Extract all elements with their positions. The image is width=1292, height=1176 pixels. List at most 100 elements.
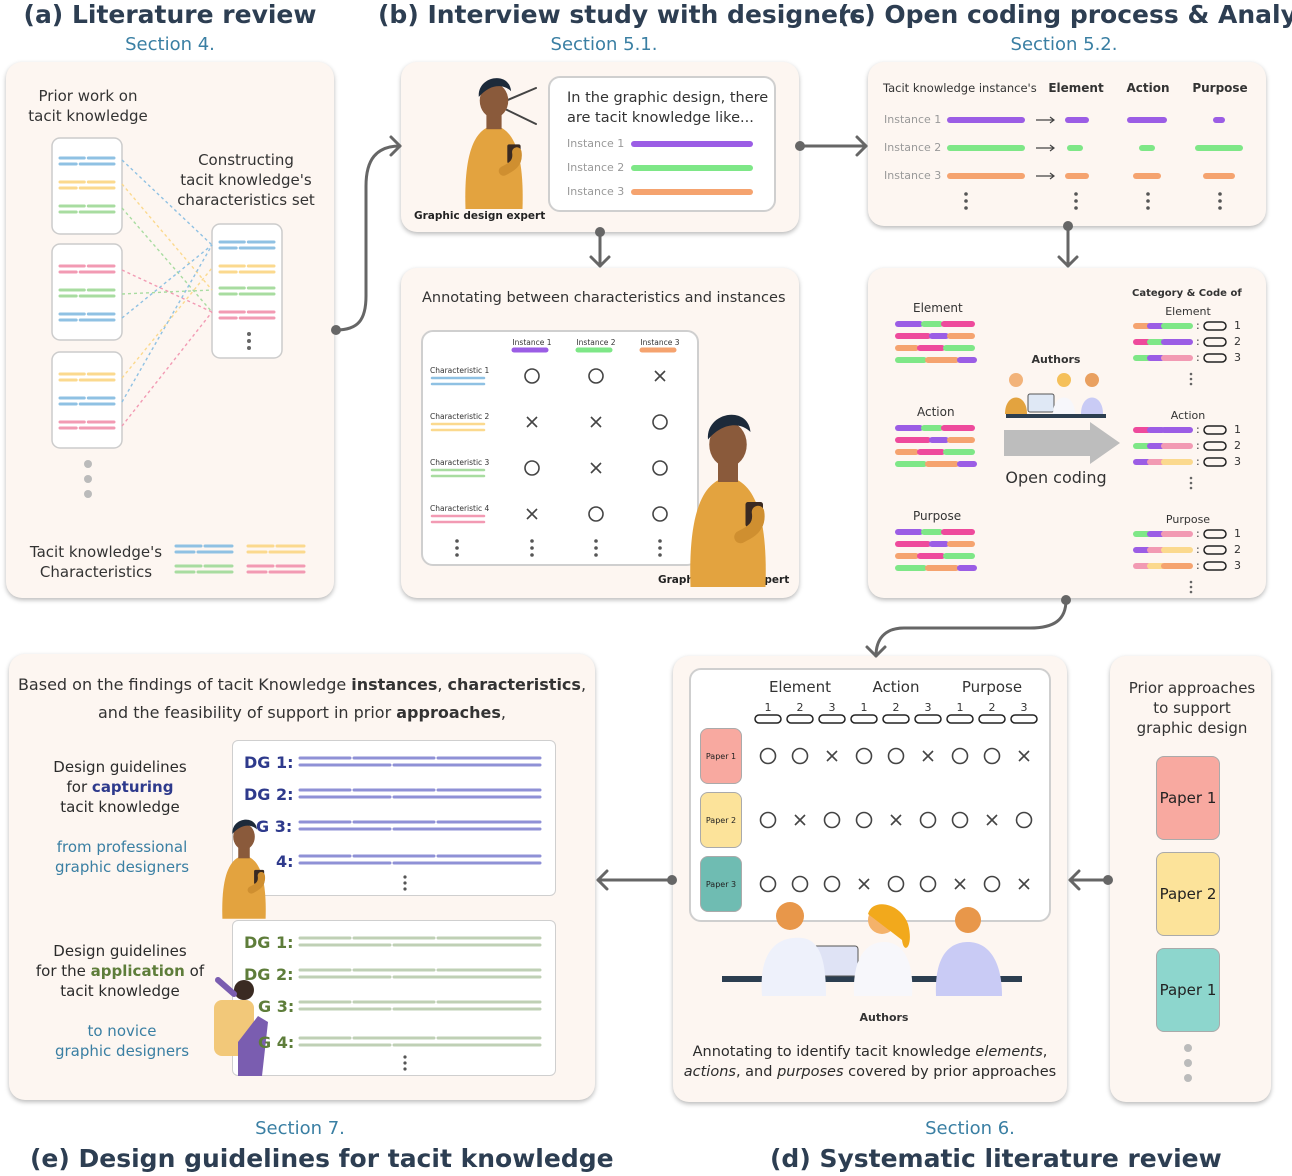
code-colon: :	[1196, 455, 1200, 468]
code-number: 2	[1234, 439, 1241, 452]
section-c: Section 5.2.	[1010, 34, 1118, 55]
e-g2-for: for the	[35, 962, 91, 980]
code-colon: :	[1196, 335, 1200, 348]
panel-open-coding-table	[868, 62, 1266, 226]
annotation-matrix	[421, 330, 699, 566]
e-g2-post: tacit knowledge	[60, 982, 180, 1000]
d-group-action: Action	[872, 678, 920, 696]
header-e: (e) Design guidelines for tacit knowledg…	[30, 1144, 614, 1173]
dg2-apply: DG 2:	[244, 965, 294, 984]
dg3-apply: G 3:	[258, 997, 295, 1016]
d-caption-and: , and	[735, 1064, 778, 1080]
arrow-a-to-b	[334, 144, 402, 332]
constructing-label: Constructing tacit knowledge's character…	[177, 151, 315, 209]
code-number: 3	[1234, 559, 1241, 572]
prior-work-label: Prior work on tacit knowledge	[28, 87, 148, 125]
matrix-col-instance-1: Instance 1	[512, 338, 552, 347]
right-paper-3: Paper 1	[1156, 948, 1220, 1032]
e-g2-pre: Design guidelines	[53, 942, 187, 960]
d-caption-post: covered by prior approaches	[843, 1064, 1057, 1080]
header-d: (d) Systematic literature review	[770, 1144, 1222, 1173]
characteristic-2-label: Characteristic 2	[430, 412, 490, 421]
characteristics-legend-label: Tacit knowledge's Characteristics	[29, 543, 163, 581]
arrow-head	[1068, 869, 1081, 891]
arrow-head	[1057, 255, 1079, 268]
num-label: 1	[860, 701, 868, 714]
right-label-action: Action	[1170, 409, 1206, 422]
expert-label-2: Graphic design expert	[658, 574, 790, 586]
expert-label: Graphic design expert	[414, 210, 546, 222]
section-e: Section 7.	[255, 1118, 345, 1139]
e-g2-application: application	[90, 962, 185, 980]
section-a: Section 4.	[125, 34, 215, 55]
code-colon: :	[1196, 439, 1200, 452]
e-intro-comma2: ,	[580, 675, 587, 694]
num-label: 1	[764, 701, 772, 714]
left-label-action: Action	[917, 405, 955, 419]
num-label: 2	[796, 701, 804, 714]
panel-literature-review	[6, 62, 334, 598]
code-number: 3	[1234, 351, 1241, 364]
header-c: (c) Open coding process & Analysis	[838, 0, 1292, 29]
header-a: (a) Literature review	[23, 0, 317, 29]
code-colon: :	[1196, 423, 1200, 436]
code-number: 1	[1234, 319, 1241, 332]
e-intro-comma3: ,	[500, 703, 506, 722]
d-group-element: Element	[768, 678, 832, 696]
dg3-capture: G 3:	[256, 817, 293, 836]
dg4-capture: 4:	[276, 852, 294, 871]
open-coding-label: Open coding	[1005, 468, 1107, 487]
instance-2-label: Instance 2	[567, 161, 625, 174]
num-label: 3	[924, 701, 932, 714]
quote-text: In the graphic design, there are tacit k…	[567, 90, 769, 126]
left-label-element: Element	[913, 301, 963, 315]
d-caption-actions: actions	[683, 1064, 736, 1080]
e-intro-approaches: approaches	[396, 703, 501, 722]
arrow-head	[589, 255, 611, 268]
d-caption-comma: ,	[1042, 1044, 1048, 1060]
right-label-element: Element	[1165, 305, 1211, 318]
e-intro-1: Based on the findings of tacit Knowledge	[17, 675, 352, 694]
arrow-head	[596, 869, 609, 891]
prior-approaches-label: Prior approaches to support graphic desi…	[1128, 679, 1256, 737]
matrix-col-instance-3: Instance 3	[640, 338, 680, 347]
right-label-purpose: Purpose	[1165, 513, 1211, 526]
row-instance-3: Instance 3	[884, 169, 942, 182]
section-b: Section 5.1.	[550, 34, 658, 55]
e-g2-of: of	[184, 962, 205, 980]
authors-label-c: Authors	[1031, 353, 1081, 366]
row-instance-2: Instance 2	[884, 141, 942, 154]
code-colon: :	[1196, 543, 1200, 556]
e-intro-instances: instances	[351, 675, 438, 694]
authors-label-d: Authors	[859, 1011, 909, 1024]
arrow-head	[855, 135, 868, 157]
annotating-title: Annotating between characteristics and i…	[422, 290, 786, 306]
section-d: Section 6.	[925, 1118, 1015, 1139]
arrow-head	[389, 135, 402, 157]
paper-1-card: Paper 1	[700, 728, 742, 784]
arrow-head	[865, 645, 887, 658]
num-label: 1	[956, 701, 964, 714]
e-intro-comma: ,	[437, 675, 448, 694]
dg1-capture: DG 1:	[244, 753, 294, 772]
characteristic-3-label: Characteristic 3	[430, 458, 490, 467]
d-caption-pre: Annotating to identify tacit knowledge	[692, 1044, 976, 1060]
e-g2-to: to novice graphic designers	[54, 1022, 190, 1060]
d-group-purpose: Purpose	[961, 678, 1023, 696]
category-code-header: Category & Code of	[1132, 288, 1242, 299]
code-colon: :	[1196, 527, 1200, 540]
characteristic-4-label: Characteristic 4	[430, 504, 490, 513]
e-intro-2: and the feasibility of support in prior	[98, 703, 397, 722]
d-caption-elements: elements	[975, 1044, 1043, 1060]
instance-table-header: Tacit knowledge instance's	[883, 81, 1037, 95]
code-number: 1	[1234, 423, 1241, 436]
header-b: (b) Interview study with designers	[378, 0, 866, 29]
e-g1-post: tacit knowledge	[60, 798, 180, 816]
e-intro: Based on the findings of tacit Knowledge…	[14, 671, 590, 727]
e-g1-capturing: capturing	[91, 778, 174, 796]
row-instance-1: Instance 1	[884, 113, 942, 126]
num-label: 2	[892, 701, 900, 714]
col-action: Action	[1126, 81, 1170, 95]
